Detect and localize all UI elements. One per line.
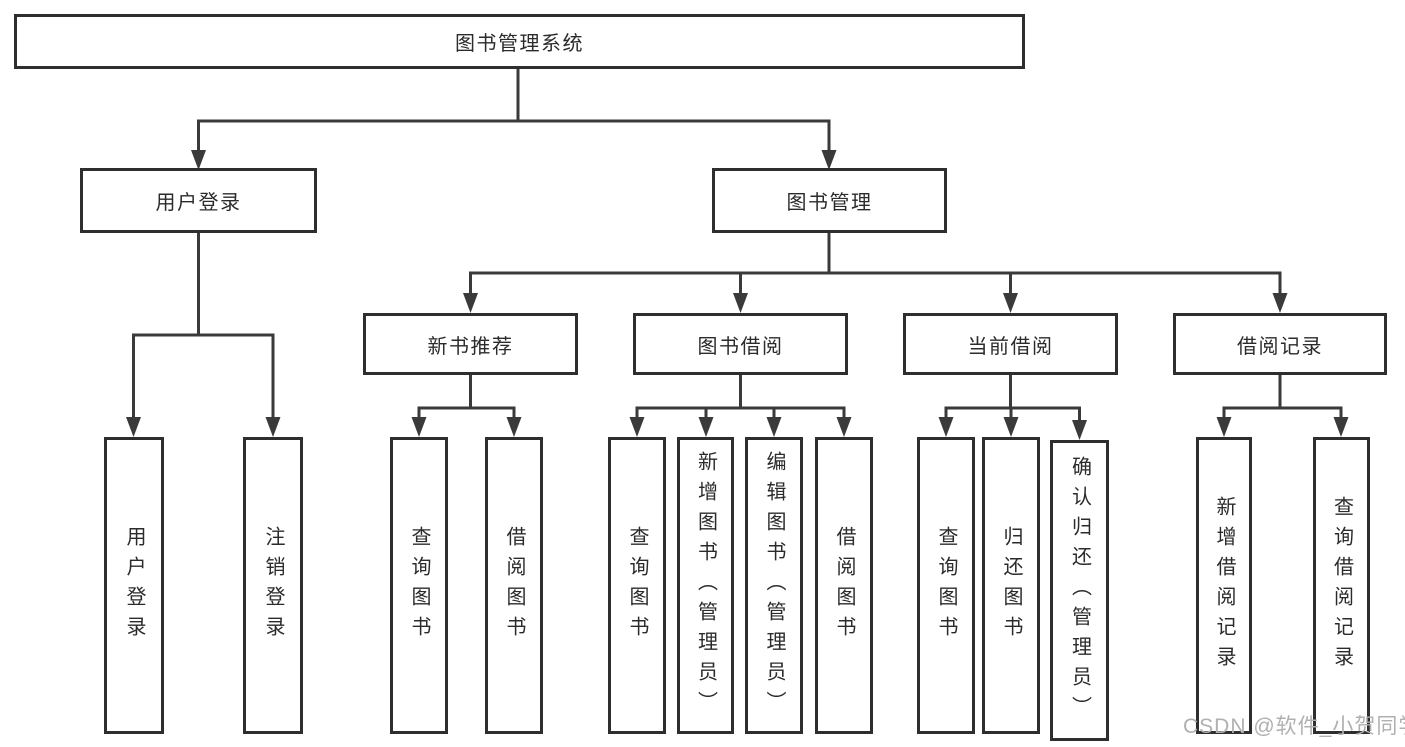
leaf-borrow-books: 借阅图书	[815, 437, 873, 734]
leaf-query-books-current: 查询图书	[917, 437, 975, 734]
node-new-book-recommend: 新书推荐	[363, 313, 578, 375]
leaf-borrow-books-label: 借阅图书	[833, 525, 855, 646]
leaf-edit-books-admin-label: 编辑图书（管理员）	[763, 450, 785, 721]
node-borrow-records-label: 借阅记录	[1237, 335, 1323, 358]
leaf-add-borrow-record-label: 新增借阅记录	[1213, 495, 1235, 676]
node-user-login: 用户登录	[80, 168, 317, 233]
leaf-add-borrow-record: 新增借阅记录	[1196, 437, 1252, 734]
node-book-borrow-label: 图书借阅	[697, 335, 784, 358]
node-book-management: 图书管理	[712, 168, 947, 233]
leaf-user-login-label: 用户登录	[123, 525, 145, 646]
leaf-query-books-recommend-label: 查询图书	[408, 525, 430, 646]
leaf-add-books-admin: 新增图书（管理员）	[677, 437, 734, 734]
leaf-user-login: 用户登录	[104, 437, 164, 734]
connector-current-borrow-group	[938, 375, 1087, 440]
node-borrow-records: 借阅记录	[1173, 313, 1387, 375]
connector-user-login-branch	[126, 233, 281, 437]
leaf-query-books-current-label: 查询图书	[935, 525, 957, 646]
leaf-add-books-admin-label: 新增图书（管理员）	[694, 450, 717, 721]
leaf-confirm-return-admin: 确认归还（管理员）	[1050, 440, 1109, 741]
leaf-logout: 注销登录	[243, 437, 303, 734]
leaf-confirm-return-admin-label: 确认归还（管理员）	[1068, 455, 1091, 726]
node-book-borrow: 图书借阅	[633, 313, 848, 375]
connector-borrow-records-group	[1216, 375, 1349, 437]
connector-new-book-group	[411, 375, 522, 437]
node-new-book-recommend-label: 新书推荐	[427, 335, 514, 358]
leaf-query-borrow-record-label: 查询借阅记录	[1330, 495, 1353, 676]
node-current-borrow: 当前借阅	[903, 313, 1118, 375]
leaf-logout-label: 注销登录	[262, 525, 284, 646]
connector-book-management-branch	[463, 233, 1288, 313]
node-book-management-label: 图书管理	[786, 192, 873, 214]
node-root-label: 图书管理系统	[455, 33, 584, 55]
node-current-borrow-label: 当前借阅	[967, 335, 1054, 358]
leaf-return-books-label: 归还图书	[1000, 525, 1022, 646]
leaf-borrow-books-recommend-label: 借阅图书	[503, 525, 525, 646]
csdn-watermark: CSDN @软件_小贺同学	[1183, 715, 1405, 738]
connector-book-borrow-group	[629, 375, 852, 437]
connector-root-to-level2	[191, 69, 837, 170]
node-root: 图书管理系统	[14, 14, 1025, 69]
leaf-query-books-borrow: 查询图书	[608, 437, 666, 734]
leaf-query-books-recommend: 查询图书	[390, 437, 448, 734]
leaf-borrow-books-recommend: 借阅图书	[485, 437, 543, 734]
node-user-login-label: 用户登录	[155, 192, 242, 214]
leaf-query-books-borrow-label: 查询图书	[626, 525, 648, 646]
leaf-query-borrow-record: 查询借阅记录	[1313, 437, 1370, 734]
leaf-return-books: 归还图书	[982, 437, 1040, 734]
leaf-edit-books-admin: 编辑图书（管理员）	[745, 437, 803, 734]
